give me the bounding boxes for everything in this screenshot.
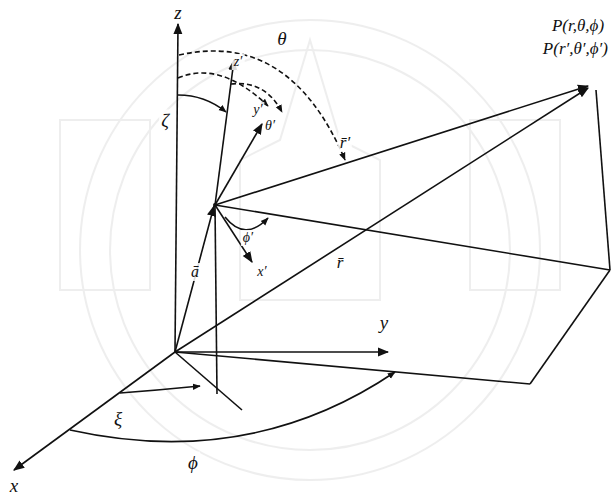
axis-label: ζ <box>159 110 171 131</box>
point-label: P(r′,θ′,ϕ′) <box>541 39 610 58</box>
axis-label: ξ <box>112 408 124 429</box>
axis-label: r̄′ <box>338 133 352 152</box>
axis-label: z <box>172 2 183 23</box>
axis-label: ā <box>189 263 201 281</box>
axis-label: x <box>8 474 20 495</box>
axis-label: x′ <box>255 264 268 280</box>
axis-label: z′ <box>232 54 245 70</box>
axis-label: θ′ <box>263 118 277 134</box>
point-label: P(r,θ,ϕ) <box>550 16 606 35</box>
axis-label: y′ <box>251 102 264 118</box>
axis-label: ϕ′ <box>241 230 255 246</box>
axis-label: y <box>378 312 390 333</box>
axis-label: ϕ <box>186 452 200 473</box>
axis-label: θ <box>275 28 288 49</box>
axis-label: r̄ <box>335 253 346 272</box>
